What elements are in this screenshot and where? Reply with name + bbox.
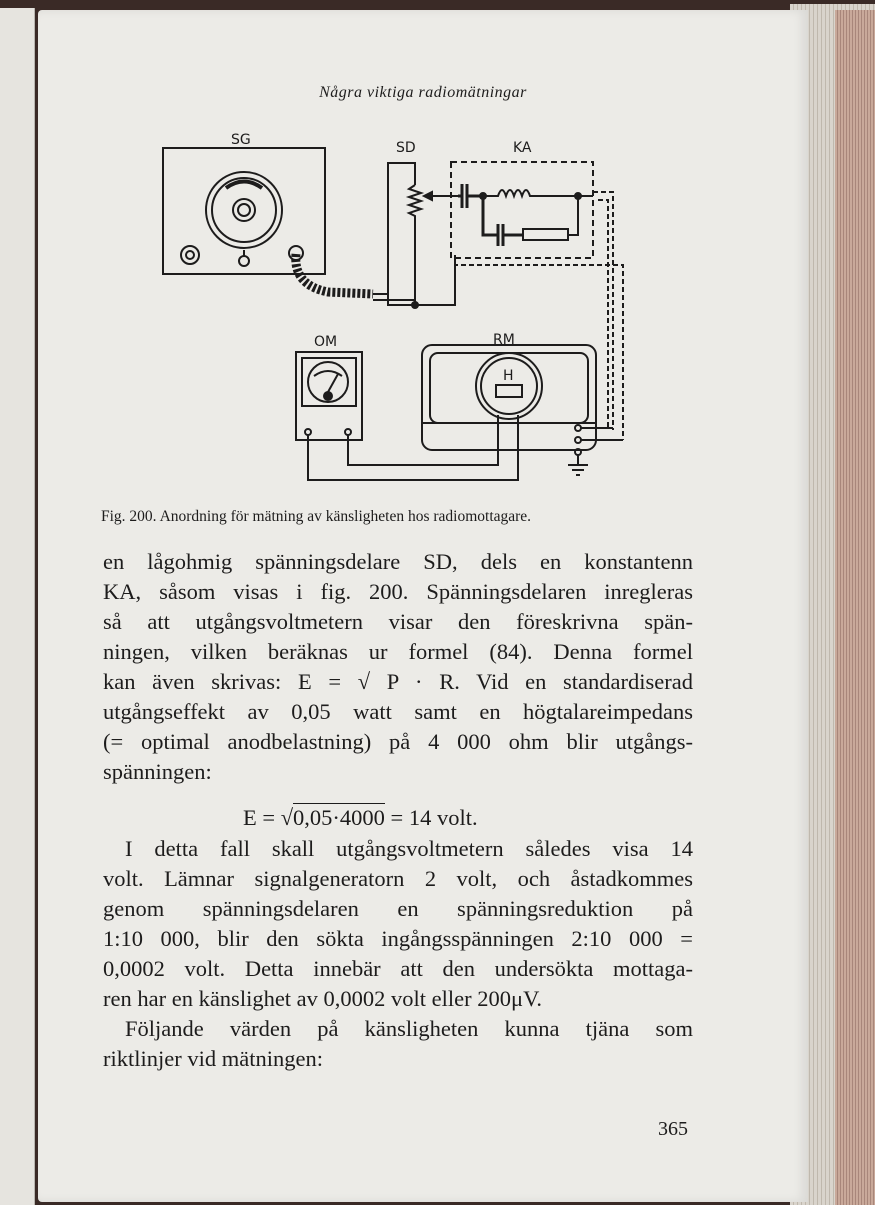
om-dial (307, 361, 349, 403)
ka-resistor (522, 228, 569, 241)
signal-generator (162, 147, 326, 275)
text-line: så att utgångsvoltmetern visar den föres… (103, 609, 693, 634)
facing-page-edge (0, 8, 35, 1205)
book-page: Några viktiga radiomätningar SG SD KA (38, 10, 808, 1202)
text-line: utgångseffekt av 0,05 watt samt en högta… (103, 699, 693, 724)
output-meter (295, 351, 363, 441)
sqrt-sign: √ (280, 805, 294, 830)
text-line: en lågohmig spänningsdelare SD, dels en … (103, 549, 693, 574)
page-number: 365 (658, 1118, 688, 1140)
sg-dial (205, 171, 283, 249)
rm-tuning-dial (475, 352, 543, 420)
text-line: (= optimal anodbelastning) på 4 000 ohm … (103, 729, 693, 754)
text-line: genom spänningsdelaren en spänningsreduk… (103, 896, 693, 921)
ka-inductor (483, 189, 578, 200)
text-line: I detta fall skall utgångsvoltmetern sål… (125, 836, 693, 861)
formula: E = √0,05·4000 = 14 volt. (243, 803, 478, 831)
text-line: riktlinjer vid mätningen: (103, 1046, 323, 1071)
running-header: Några viktiga radiomätningar (319, 84, 527, 101)
sg-knob (180, 245, 200, 265)
text-line: Följande värden på känsligheten kunna tj… (125, 1016, 693, 1041)
text-line: KA, såsom visas i fig. 200. Spänningsdel… (103, 579, 693, 604)
formula-lhs: E = (243, 805, 281, 830)
voltage-divider-resistor (405, 184, 425, 305)
artificial-antenna-box (450, 161, 594, 259)
text-line: 0,0002 volt. Detta innebär att den under… (103, 956, 693, 981)
sd-wire (373, 162, 416, 295)
figure-caption: Fig. 200. Anordning för mätning av känsl… (101, 508, 532, 525)
formula-rhs: = 14 volt. (384, 805, 478, 830)
label-om: OM (314, 334, 337, 350)
circuit-diagram: SG SD KA OM (162, 132, 624, 481)
radio-receiver (421, 344, 597, 451)
formula-radicand: 0,05·4000 (293, 803, 385, 830)
text-line: 1:10 000, blir den sökta ingångsspänning… (103, 926, 693, 951)
text-line: ren har en känslighet av 0,0002 volt ell… (103, 986, 543, 1011)
label-h: H (503, 368, 514, 384)
label-sd: SD (396, 140, 416, 156)
text-line: spänningen: (103, 759, 212, 784)
book-cover-edge (835, 10, 875, 1205)
text-line: volt. Lämnar signalgeneratorn 2 volt, oc… (103, 866, 693, 891)
text-line: kan även skrivas: E = √ P · R. Vid en st… (103, 669, 693, 694)
label-ka: KA (513, 140, 532, 156)
label-sg: SG (231, 132, 251, 148)
text-line: ningen, vilken beräknas ur formel (84). … (103, 639, 693, 664)
